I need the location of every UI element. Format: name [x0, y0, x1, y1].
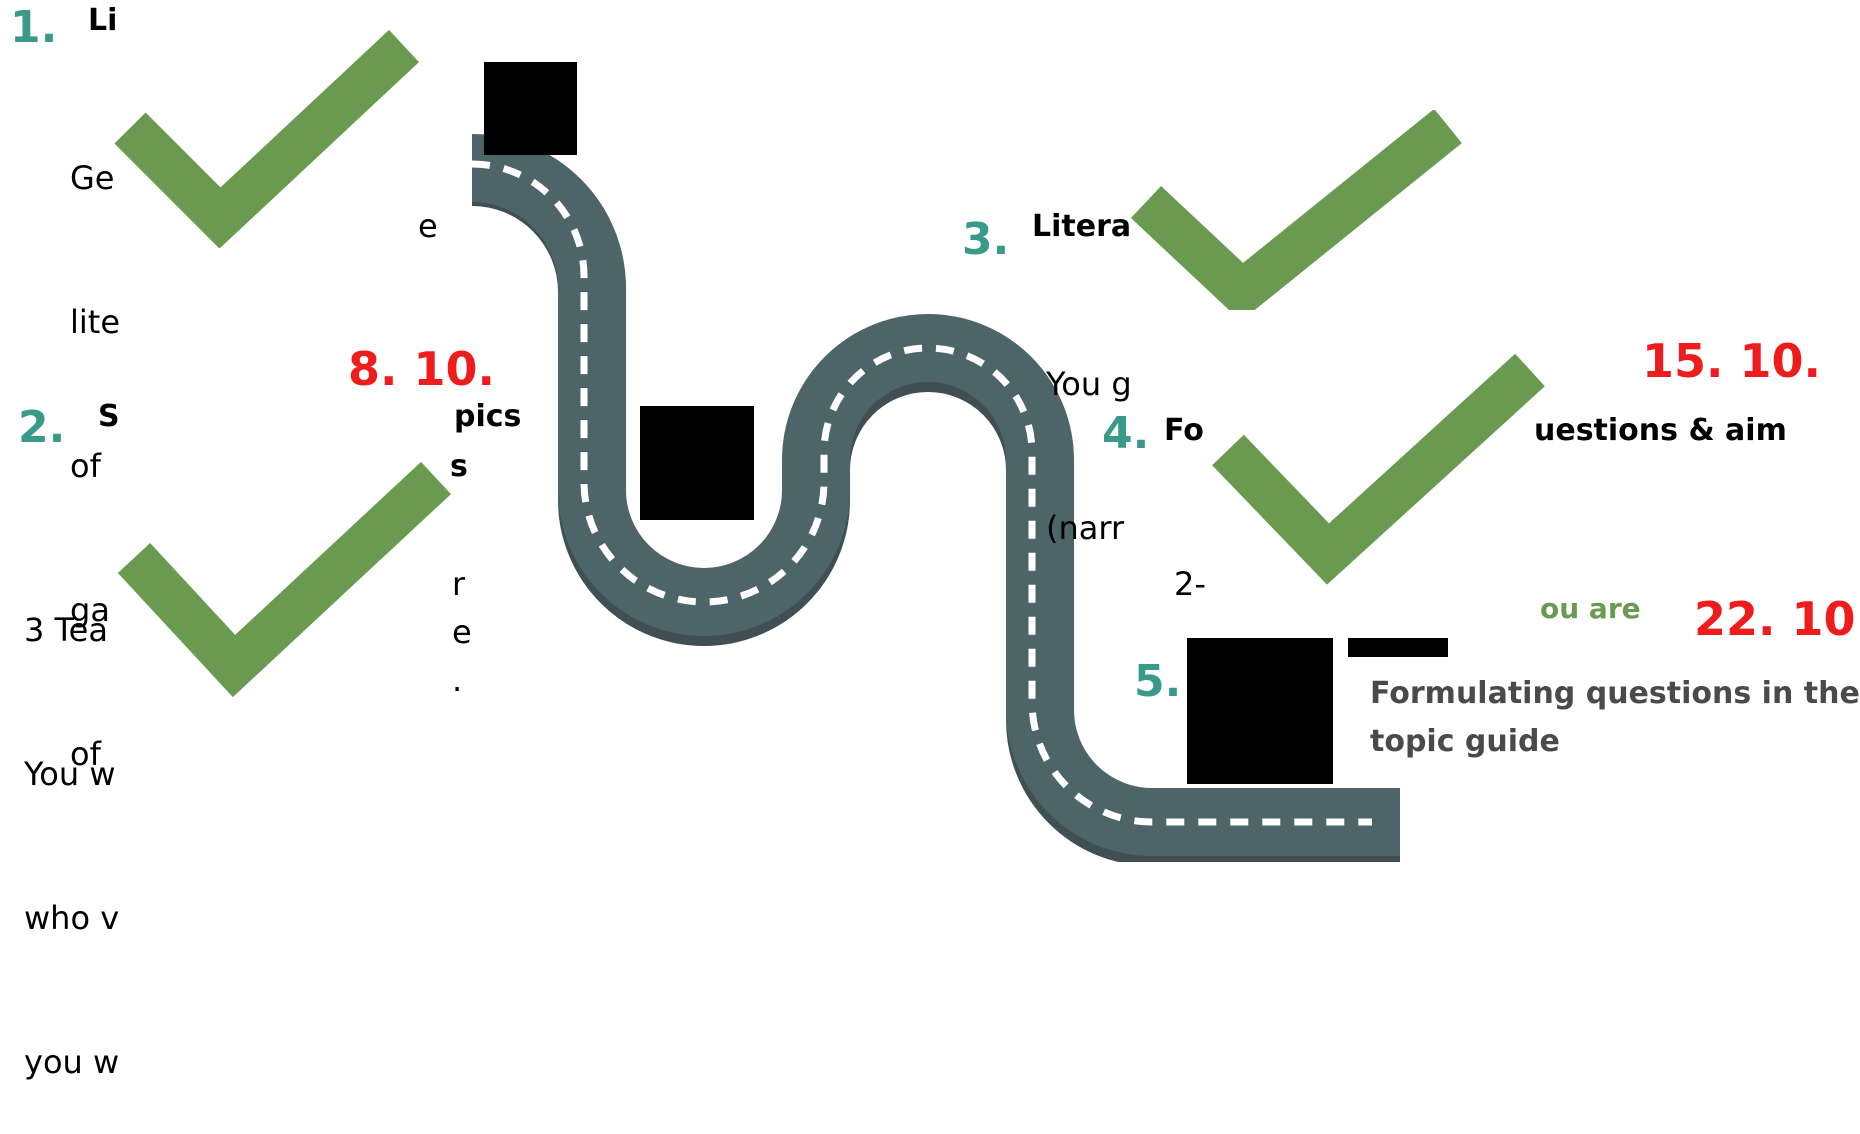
image-placeholder-2	[640, 406, 754, 520]
check-icon	[1212, 353, 1545, 585]
date-label-3: 22. 10.	[1694, 592, 1860, 646]
step-1-body-line: ga	[70, 591, 110, 629]
road-illustration	[470, 134, 1400, 862]
step-2-title-right-2: s	[450, 449, 468, 484]
step-4-body-line: 2-	[1174, 565, 1206, 603]
step-3-body: You g (narr	[1046, 264, 1132, 600]
step-1-body-line: lite	[70, 303, 121, 341]
check-icon	[117, 461, 451, 698]
step-1-body-fragment: e	[418, 207, 438, 245]
step-5-number: 5.	[1134, 656, 1182, 707]
step-4-body: 2-	[1174, 464, 1206, 656]
step-3-number: 3.	[962, 214, 1010, 265]
step-1-body-line: Ge	[70, 159, 115, 197]
step-4-title-right: uestions & aim	[1534, 413, 1787, 448]
step-1-body-line: of	[70, 735, 101, 773]
step-5-note: ou are	[1540, 592, 1641, 625]
step-2-body: 3 Tea You w who v you w	[24, 510, 119, 1134]
step-5-title-line: topic guide	[1370, 724, 1560, 759]
check-icon	[1130, 110, 1462, 310]
step-1-body-line: of	[70, 447, 101, 485]
step-4-number: 4.	[1102, 408, 1150, 459]
step-3-title: Litera	[1032, 209, 1132, 244]
step-2-body-line: you w	[24, 1043, 120, 1081]
road-body	[470, 134, 1400, 856]
step-2-body-line: 3 Tea	[24, 611, 108, 649]
step-2-title-left: S	[98, 399, 120, 434]
date-label-2: 15. 10.	[1642, 334, 1821, 388]
step-2-body-line: You w	[24, 755, 116, 793]
step-2-body-fragment: r	[452, 565, 466, 603]
step-3-body-line: You g	[1046, 365, 1132, 403]
step-2-body-fragment: .	[452, 661, 463, 699]
image-placeholder-5b	[1348, 638, 1448, 657]
step-1-body: Ge lite of ga of	[70, 58, 120, 826]
step-5-title-line: Formulating questions in the	[1370, 676, 1860, 711]
step-2-number: 2.	[18, 402, 66, 453]
step-3-body-line: (narr	[1046, 509, 1125, 547]
step-2-body-line: who v	[24, 899, 120, 937]
image-placeholder-1	[484, 62, 577, 155]
image-placeholder-5	[1187, 638, 1333, 784]
step-4-title-left: Fo	[1164, 413, 1204, 448]
step-2-body-fragment: e	[452, 613, 472, 651]
step-2-title-right: pics	[454, 399, 522, 434]
step-1-number: 1.	[10, 2, 58, 53]
check-icon	[114, 29, 420, 248]
step-5-title: Formulating questions in the topic guide	[1370, 670, 1860, 766]
date-label-1: 8. 10.	[348, 342, 495, 396]
step-1-title: Li	[88, 3, 118, 38]
